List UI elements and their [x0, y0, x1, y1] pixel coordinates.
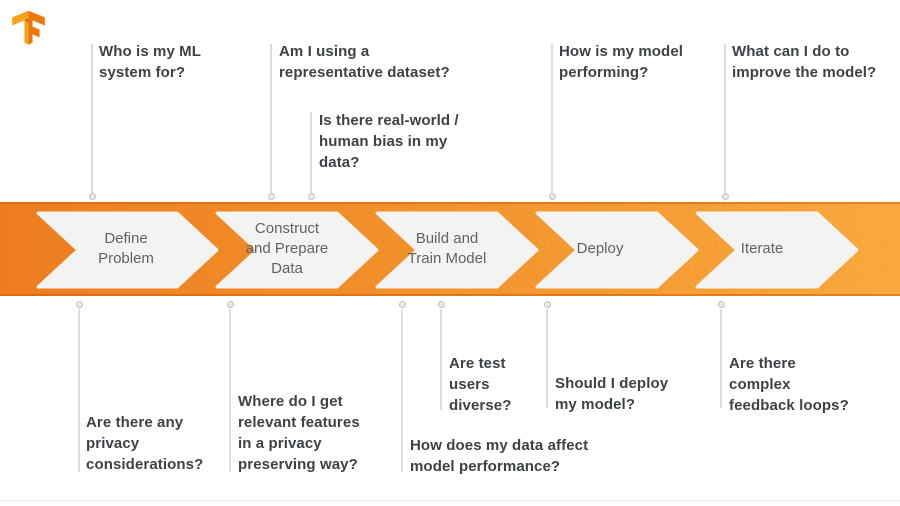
chevron-build-train — [375, 211, 539, 289]
question-bottom-6: Are there complex feedback loops? — [729, 355, 849, 414]
question-top-4: How is my model performing? — [559, 43, 684, 81]
pipeline-chevrons — [36, 211, 859, 289]
pipeline-band: Define Problem Construct and Prepare Dat… — [0, 202, 900, 296]
bottom-hairline — [0, 500, 900, 501]
leader-dot-bottom-3 — [399, 301, 406, 308]
tensorflow-logo-icon — [12, 10, 45, 45]
leader-dot-bottom-5 — [544, 301, 551, 308]
chevron-construct-data — [215, 211, 379, 289]
leader-dot-top-1 — [89, 193, 96, 200]
leader-line-bottom-3 — [401, 309, 403, 472]
leader-line-top-3 — [310, 112, 312, 194]
leader-line-top-2 — [270, 44, 272, 194]
stage-label-deploy: Deploy — [576, 240, 624, 257]
leader-dot-top-5 — [722, 193, 729, 200]
leader-dot-top-2 — [268, 193, 275, 200]
leader-line-bottom-5 — [546, 309, 548, 408]
question-top-1: Who is my ML system for? — [99, 43, 202, 81]
stage-label-iterate: Iterate — [740, 240, 784, 257]
stage-label-build-train: Build and Train Model — [407, 230, 487, 267]
chevron-deploy — [535, 211, 699, 289]
stage-label-define-problem: Define Problem — [98, 230, 154, 267]
leader-line-bottom-4 — [440, 309, 442, 410]
question-bottom-5: Should I deploy my model? — [555, 375, 669, 413]
question-top-2: Am I using a representative dataset? — [279, 43, 450, 81]
leader-dot-top-3 — [308, 193, 315, 200]
leader-dot-top-4 — [549, 193, 556, 200]
leader-line-top-4 — [551, 44, 553, 194]
question-bottom-4: Are test users diverse? — [449, 355, 512, 414]
leader-line-top-5 — [724, 44, 726, 194]
leader-line-top-1 — [91, 44, 93, 194]
leader-dot-bottom-2 — [227, 301, 234, 308]
question-top-5: What can I do to improve the model? — [732, 43, 877, 81]
leader-line-bottom-1 — [78, 309, 80, 472]
question-bottom-3: How does my data affect model performanc… — [410, 437, 589, 475]
stage-label-construct-data: Construct and Prepare Data — [245, 220, 329, 277]
chevron-define-problem — [36, 211, 219, 289]
chevron-iterate — [695, 211, 859, 289]
leader-dot-bottom-6 — [718, 301, 725, 308]
leader-line-bottom-2 — [229, 309, 231, 472]
question-bottom-1: Are there any privacy considerations? — [86, 414, 204, 473]
question-top-3: Is there real-world / human bias in my d… — [319, 112, 459, 171]
leader-line-bottom-6 — [720, 309, 722, 408]
leader-dot-bottom-1 — [76, 301, 83, 308]
leader-dot-bottom-4 — [438, 301, 445, 308]
question-bottom-2: Where do I get relevant features in a pr… — [238, 393, 360, 473]
